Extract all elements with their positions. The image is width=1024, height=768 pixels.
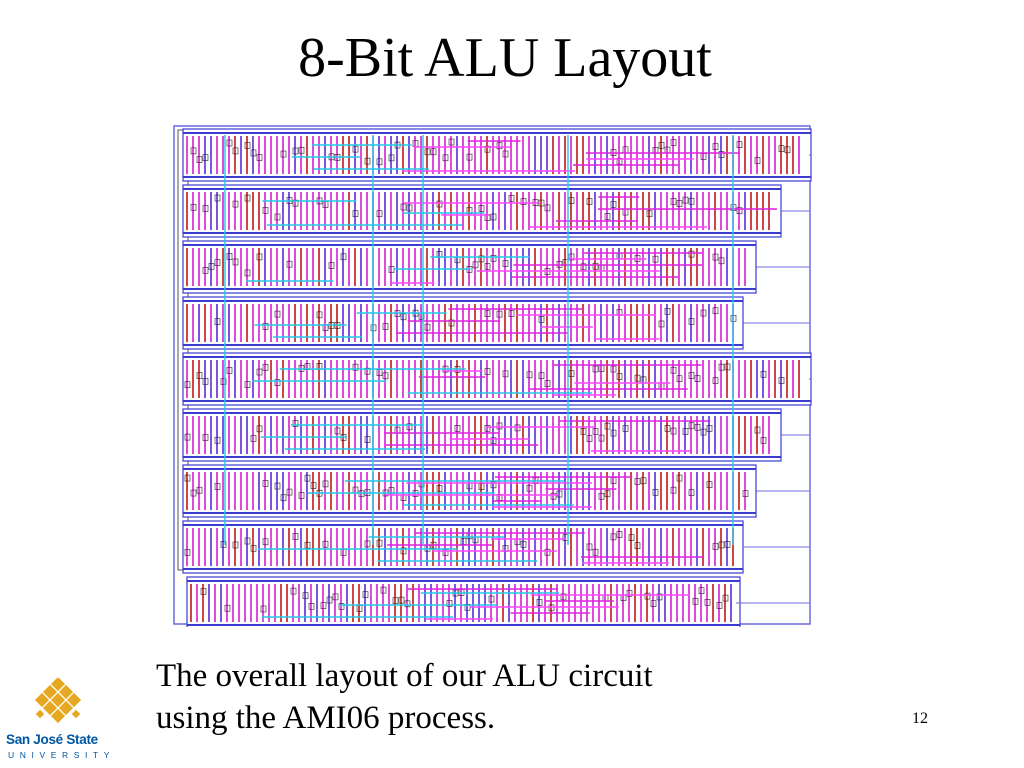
alu-layout-image xyxy=(173,125,819,627)
logo-subname: UNIVERSITY xyxy=(8,750,116,760)
caption: The overall layout of our ALU circuit us… xyxy=(156,655,796,739)
caption-line-1: The overall layout of our ALU circuit xyxy=(156,658,653,694)
ic-layout-image xyxy=(173,125,812,627)
page-number: 12 xyxy=(912,710,928,727)
sjsu-logo: San José State UNIVERSITY xyxy=(6,678,116,768)
caption-line-2: using the AMI06 process. xyxy=(156,700,496,736)
sjsu-emblem-icon xyxy=(34,678,82,724)
slide-title: 8-Bit ALU Layout xyxy=(298,27,712,89)
logo-name: San José State xyxy=(6,732,98,747)
